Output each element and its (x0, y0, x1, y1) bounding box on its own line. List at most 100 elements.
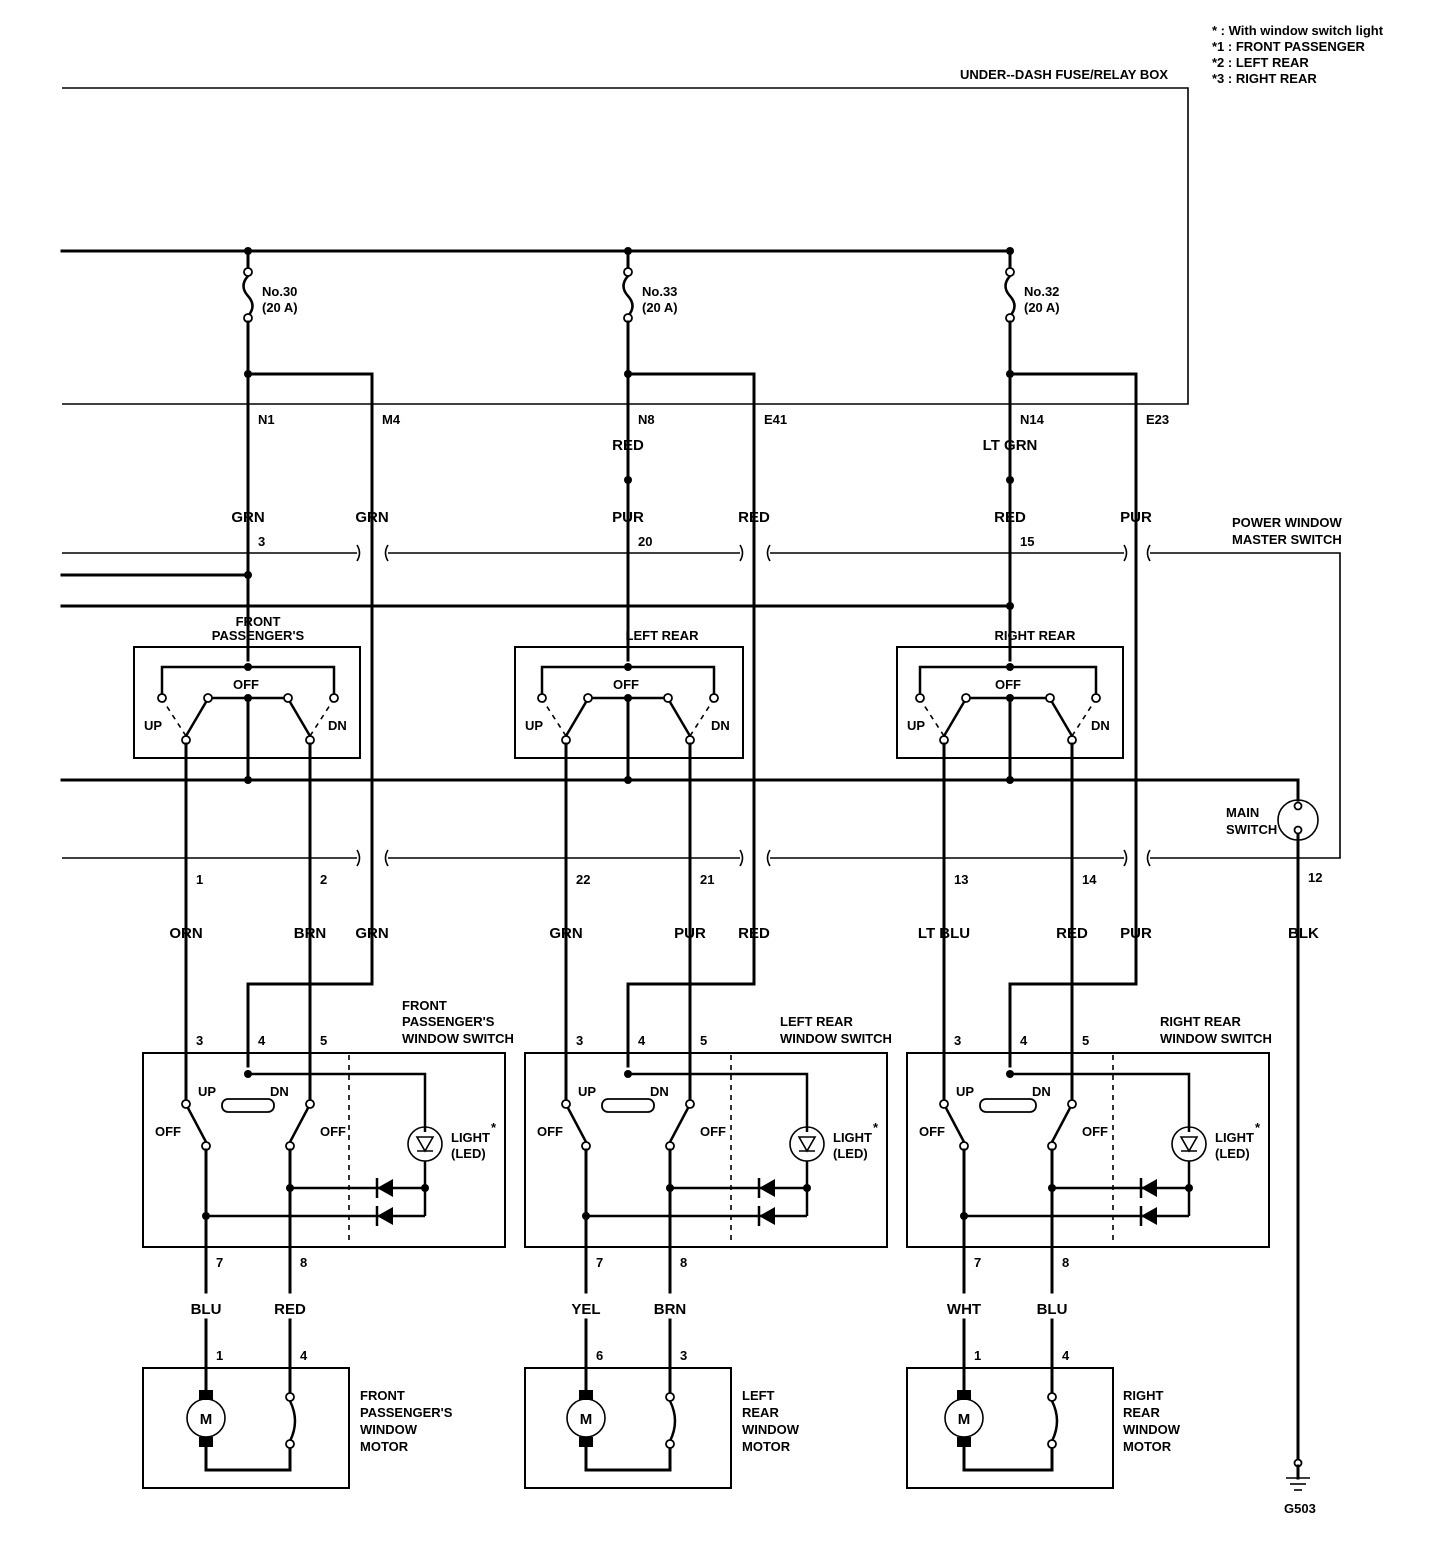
wire-color-label: RED (994, 509, 1026, 526)
wire-color-label: GRN (231, 509, 264, 526)
wire-color-label: PUR (1120, 509, 1152, 526)
fuse-relay-box: UNDER--DASH FUSE/RELAY BOX (60, 67, 1189, 405)
wire-color-label: RED (738, 509, 770, 526)
terminal-label: E41 (764, 412, 787, 427)
ground-label: G503 (1284, 1501, 1316, 1516)
dn-label: DN (1091, 718, 1110, 733)
motor-symbol: M (958, 1411, 971, 1428)
off-label: OFF (537, 1124, 563, 1139)
pin-label: 8 (300, 1255, 307, 1270)
dn-label: DN (270, 1084, 289, 1099)
note-line: *3 : RIGHT REAR (1212, 71, 1317, 86)
led-label: (LED) (451, 1146, 486, 1161)
motor-name: MOTOR (742, 1439, 791, 1454)
pin-label: 1 (974, 1348, 981, 1363)
pin-label: 6 (596, 1348, 603, 1363)
wire-color-label: RED (274, 1301, 306, 1318)
pin-label: 20 (638, 534, 652, 549)
fuse-rating: (20 A) (1024, 300, 1060, 315)
pin-label: 5 (1082, 1033, 1089, 1048)
wire-color-label: BRN (654, 1301, 687, 1318)
up-label: UP (956, 1084, 974, 1099)
window-switch-name: LEFT REAR (780, 1014, 854, 1029)
off-label: OFF (700, 1124, 726, 1139)
master-section-label: LEFT REAR (626, 628, 700, 643)
light-note-star: * (1255, 1120, 1261, 1135)
window-switch-name: WINDOW SWITCH (1160, 1031, 1272, 1046)
pin-label: 7 (216, 1255, 223, 1270)
window-switch-name: FRONT (402, 998, 447, 1013)
light-note-star: * (491, 1120, 497, 1135)
up-label: UP (198, 1084, 216, 1099)
led-label: (LED) (1215, 1146, 1250, 1161)
ground-pin: 12 (1308, 870, 1322, 885)
off-label: OFF (1082, 1124, 1108, 1139)
pin-label: 8 (1062, 1255, 1069, 1270)
pin-label: 5 (320, 1033, 327, 1048)
motor-name: MOTOR (1123, 1439, 1172, 1454)
wire-color-label: WHT (947, 1301, 981, 1318)
motor-name: WINDOW (1123, 1422, 1181, 1437)
pin-label: 8 (680, 1255, 687, 1270)
off-label: OFF (613, 677, 639, 692)
window-switch-name: WINDOW SWITCH (780, 1031, 892, 1046)
wire-color-label: PUR (612, 509, 644, 526)
pin-label: 3 (258, 534, 265, 549)
wire-color-label: PUR (1120, 925, 1152, 942)
motor-name: LEFT (742, 1388, 775, 1403)
motor-name: MOTOR (360, 1439, 409, 1454)
motor-name: FRONT (360, 1388, 405, 1403)
motor-name: REAR (1123, 1405, 1160, 1420)
fuse-label: No.33 (642, 284, 677, 299)
fuse-label: No.32 (1024, 284, 1059, 299)
wire-color-label: PUR (674, 925, 706, 942)
dn-label: DN (650, 1084, 669, 1099)
fuse-label: No.30 (262, 284, 297, 299)
pin-label: 14 (1082, 872, 1097, 887)
wire-color-label: LT BLU (918, 925, 970, 942)
off-label: OFF (155, 1124, 181, 1139)
note-line: * : With window switch light (1212, 23, 1384, 38)
master-section-label: FRONT (236, 614, 281, 629)
off-label: OFF (233, 677, 259, 692)
wire-color-label: BLU (191, 1301, 222, 1318)
light-label: LIGHT (833, 1130, 872, 1145)
pin-label: 7 (974, 1255, 981, 1270)
pin-label: 15 (1020, 534, 1034, 549)
light-note-star: * (873, 1120, 879, 1135)
note-line: *2 : LEFT REAR (1212, 55, 1309, 70)
pin-label: 4 (1062, 1348, 1070, 1363)
fuse-rating: (20 A) (262, 300, 298, 315)
terminal-label: M4 (382, 412, 401, 427)
wire-color-label: RED (612, 437, 644, 454)
wire-color-label: BRN (294, 925, 327, 942)
main-switch-label: SWITCH (1226, 822, 1277, 837)
wire-color-label: BLU (1037, 1301, 1068, 1318)
main-switch-label: MAIN (1226, 805, 1259, 820)
wire-color-label: RED (1056, 925, 1088, 942)
pin-label: 1 (196, 872, 203, 887)
wire-color-label: GRN (355, 509, 388, 526)
dn-label: DN (711, 718, 730, 733)
ground-wire-color: BLK (1288, 925, 1319, 942)
pin-label: 4 (638, 1033, 646, 1048)
notes-legend: * : With window switch light *1 : FRONT … (1212, 23, 1384, 86)
up-label: UP (525, 718, 543, 733)
motor-name: RIGHT (1123, 1388, 1164, 1403)
pin-label: 3 (196, 1033, 203, 1048)
off-label: OFF (995, 677, 1021, 692)
ground-g503: 12 BLK G503 (1284, 870, 1322, 1516)
wire-color-label: GRN (355, 925, 388, 942)
wire-color-label: LT GRN (983, 437, 1038, 454)
up-label: UP (144, 718, 162, 733)
master-switch-label: MASTER SWITCH (1232, 532, 1342, 547)
light-label: LIGHT (1215, 1130, 1254, 1145)
pin-label: 1 (216, 1348, 223, 1363)
motor-symbol: M (200, 1411, 213, 1428)
master-section-label: PASSENGER'S (212, 628, 305, 643)
main-switch: MAIN SWITCH (1226, 778, 1319, 1462)
master-switch-connector: POWER WINDOW MASTER SWITCH (60, 515, 1342, 867)
